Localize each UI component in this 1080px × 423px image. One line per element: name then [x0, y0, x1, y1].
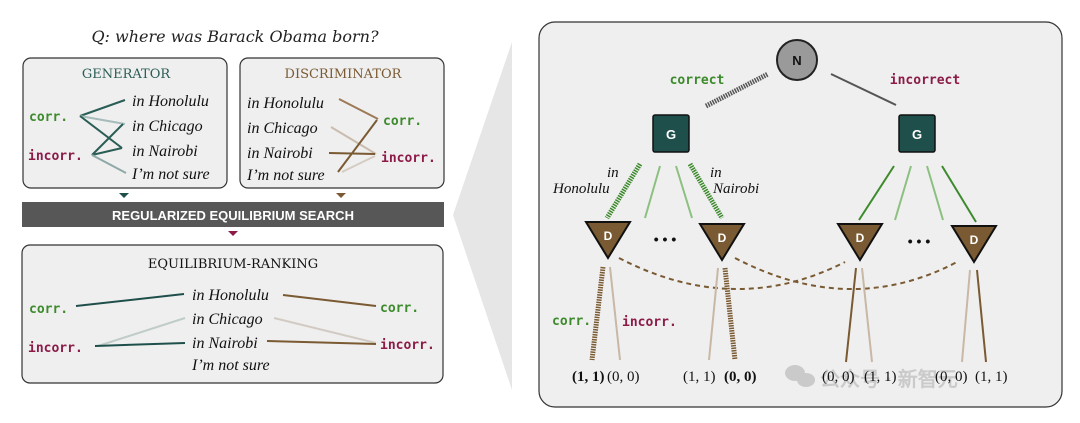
branch-correct: correct — [670, 73, 725, 88]
answer-text: in Nairobi — [192, 335, 258, 352]
payoff: (0, 0) — [822, 369, 855, 385]
answer-text: in Nairobi — [247, 145, 313, 162]
generator-node — [652, 114, 690, 153]
nature-node — [776, 39, 818, 81]
label-incorr: incorr. — [380, 338, 435, 353]
ranking-edges — [75, 293, 377, 347]
answer-text: in Chicago — [247, 120, 318, 137]
payoff: (1, 1) — [864, 369, 897, 385]
discriminator-panel: DISCRIMINATOR in Honolulu in Chicago in … — [239, 57, 445, 189]
edge-incorrect — [830, 73, 897, 106]
leaf-edges — [589, 266, 987, 363]
generator-panel: GENERATOR corr. incorr. in Honolulu in C… — [22, 57, 228, 189]
edge-label-nairobi: Nairobi — [712, 181, 759, 197]
payoff: (1, 1) — [572, 369, 605, 385]
search-band — [22, 202, 444, 227]
ranking-panel: EQUILIBRIUM-RANKING corr. incorr. in Hon… — [21, 244, 444, 384]
discriminator-node — [950, 225, 998, 264]
zoom-connector — [453, 42, 512, 390]
generator-title: GENERATOR — [82, 67, 172, 82]
branch-incorrect: incorrect — [890, 73, 960, 88]
discriminator-node — [584, 221, 632, 260]
payoff: (1, 1) — [683, 369, 716, 385]
label-incorr: incorr. — [381, 151, 436, 166]
discriminator-edges — [328, 98, 379, 173]
label-corr: corr. — [29, 302, 68, 317]
label-corr: corr. — [383, 114, 422, 129]
answer-text: in Honolulu — [192, 287, 269, 304]
discriminator-node-label: D — [718, 231, 727, 245]
answer-text: I’m not sure — [246, 167, 325, 184]
ellipsis: • • • — [908, 233, 931, 249]
payoff: (1, 1) — [975, 369, 1008, 385]
discriminator-node — [698, 223, 746, 262]
generator-edges — [79, 99, 127, 174]
generator-node-label: G — [666, 127, 676, 142]
answer-text: in Chicago — [132, 118, 203, 135]
ranking-title: EQUILIBRIUM-RANKING — [148, 257, 318, 272]
game-tree-panel: correct incorrect N G G in Honolulu in N… — [538, 21, 1063, 408]
answer-text: in Honolulu — [247, 95, 324, 112]
nature-node-label: N — [792, 53, 801, 68]
answer-text: in Chicago — [192, 311, 263, 328]
search-band-label: REGULARIZED EQUILIBRIUM SEARCH — [112, 208, 354, 223]
discriminator-node-label: D — [856, 231, 865, 245]
payoff: (0, 0) — [607, 369, 640, 385]
payoff: (0, 0) — [935, 369, 968, 385]
answer-text: in Honolulu — [132, 93, 209, 110]
label-corr: corr. — [29, 110, 68, 125]
answer-text: in Nairobi — [132, 143, 198, 160]
ellipsis: • • • — [654, 231, 677, 247]
discriminator-node — [836, 223, 884, 262]
watermark-text: 公众号 · 新智元 — [820, 367, 958, 391]
discriminator-title: DISCRIMINATOR — [285, 67, 403, 82]
discriminator-node-label: D — [604, 229, 613, 243]
question: Q: where was Barack Obama born? — [91, 27, 379, 46]
watermark: 公众号 · 新智元 — [785, 365, 958, 391]
payoff: (0, 0) — [724, 369, 757, 385]
arrow-down-icon — [228, 231, 238, 236]
edge-correct — [704, 71, 770, 109]
arrow-down-icon — [119, 193, 129, 198]
discriminator-node-label: D — [970, 233, 979, 247]
answer-text: I’m not sure — [131, 166, 210, 183]
label-incorr: incorr. — [28, 149, 83, 164]
generator-node — [898, 114, 936, 153]
label-corr: corr. — [380, 301, 419, 316]
edge-label-in: in — [607, 165, 619, 181]
edge-label-honolulu: Honolulu — [552, 181, 610, 197]
arrow-down-icon — [336, 193, 346, 198]
leaf-label-incorr: incorr. — [622, 315, 677, 330]
information-set-line — [734, 257, 958, 290]
generator-node-label: G — [912, 127, 922, 142]
generator-edges — [604, 162, 977, 223]
information-set-line — [618, 257, 846, 290]
discriminator-nodes — [584, 221, 998, 264]
edge-label-in: in — [710, 165, 722, 181]
leaf-label-corr: corr. — [552, 314, 591, 329]
label-incorr: incorr. — [28, 341, 83, 356]
answer-text: I’m not sure — [191, 357, 270, 374]
